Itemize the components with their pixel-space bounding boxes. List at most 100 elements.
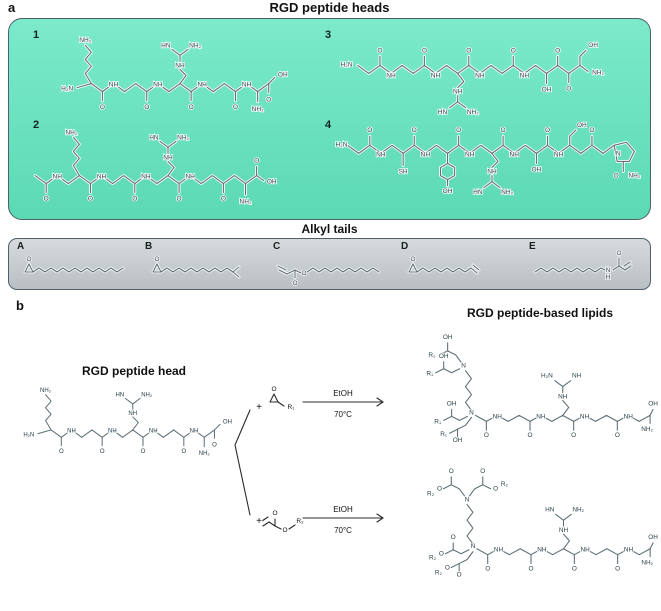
tail-a-cell: A O [15, 240, 141, 290]
svg-text:NH₂: NH₂ [199, 451, 211, 457]
panel-a-label: a [8, 0, 16, 15]
svg-text:HN: HN [149, 134, 159, 141]
svg-text:O: O [571, 432, 576, 439]
svg-text:NH: NH [509, 151, 519, 158]
tail-b-letter: B [145, 241, 153, 252]
svg-text:OH: OH [223, 419, 232, 425]
tail-c-letter: C [273, 241, 281, 252]
structure-1-number: 1 [33, 29, 40, 41]
svg-text:NH: NH [242, 82, 252, 89]
svg-text:O: O [412, 127, 417, 134]
svg-text:O: O [271, 386, 276, 393]
svg-text:NH: NH [421, 151, 431, 158]
svg-text:N: N [606, 267, 611, 274]
svg-text:OH: OH [577, 122, 587, 129]
svg-text:O: O [272, 510, 277, 517]
product-title: RGD peptide-based lipids [466, 306, 613, 320]
structure-2-number: 2 [33, 119, 40, 131]
svg-text:R₂: R₂ [427, 491, 435, 498]
svg-text:O: O [572, 565, 577, 572]
svg-text:O: O [527, 432, 532, 439]
tail-d-cell: D O [399, 240, 525, 290]
tail-a-letter: A [17, 241, 25, 252]
svg-text:HN: HN [115, 393, 124, 399]
svg-text:NH: NH [153, 82, 163, 89]
svg-text:NH₂: NH₂ [592, 69, 604, 76]
svg-text:H₂N: H₂N [341, 61, 353, 68]
svg-text:+: + [256, 516, 262, 527]
svg-text:O: O [493, 486, 498, 493]
svg-text:NH: NH [190, 429, 199, 435]
svg-text:NH: NH [493, 413, 503, 420]
svg-text:O: O [615, 432, 620, 439]
svg-text:O: O [439, 551, 444, 558]
svg-text:O: O [132, 196, 137, 203]
svg-text:NH: NH [197, 82, 207, 89]
svg-text:NH: NH [386, 73, 396, 80]
svg-text:NH₂: NH₂ [141, 393, 153, 399]
svg-text:N: N [461, 363, 466, 370]
svg-text:R₂: R₂ [435, 569, 443, 576]
svg-text:NH: NH [453, 89, 463, 96]
svg-text:R₁: R₁ [426, 371, 433, 378]
svg-text:NH: NH [580, 413, 590, 420]
svg-text:HN: HN [545, 506, 555, 513]
svg-text:NH: NH [520, 73, 530, 80]
svg-text:NH: NH [175, 62, 185, 69]
svg-text:O: O [233, 104, 238, 111]
svg-text:NH₂: NH₂ [641, 426, 653, 433]
svg-text:O: O [292, 280, 297, 287]
structure-3-number: 3 [325, 29, 332, 41]
svg-text:O: O [144, 104, 149, 111]
svg-text:O: O [566, 86, 571, 93]
svg-text:OH: OH [453, 437, 463, 444]
svg-text:O: O [451, 534, 456, 541]
svg-text:HN: HN [161, 42, 171, 49]
svg-text:OH: OH [648, 534, 658, 541]
svg-text:NH: NH [494, 547, 504, 554]
svg-text:NH₂: NH₂ [501, 189, 513, 196]
svg-text:O: O [154, 256, 159, 263]
svg-text:O: O [480, 468, 485, 475]
svg-text:NH₂: NH₂ [189, 42, 201, 49]
svg-text:NH: NH [109, 82, 119, 89]
svg-text:O: O [615, 565, 620, 572]
rgd-head-title: RGD peptide head [81, 364, 186, 378]
svg-text:NH: NH [376, 151, 386, 158]
svg-text:OH: OH [532, 167, 542, 174]
svg-text:70°C: 70°C [334, 526, 352, 535]
svg-text:EtOH: EtOH [333, 505, 353, 514]
svg-text:OH: OH [443, 334, 453, 341]
svg-text:R₁: R₁ [440, 431, 447, 438]
tail-d-letter: D [401, 241, 409, 252]
svg-text:OH: OH [439, 353, 449, 360]
svg-text:OH: OH [267, 179, 277, 186]
svg-text:NH₂: NH₂ [628, 173, 640, 180]
svg-text:O: O [457, 571, 462, 578]
svg-text:NH₂: NH₂ [572, 506, 584, 513]
svg-text:OH: OH [648, 400, 658, 407]
svg-text:O: O [545, 127, 550, 134]
svg-text:O: O [367, 127, 372, 134]
svg-text:NH₂: NH₂ [240, 199, 252, 206]
svg-text:O: O [449, 468, 454, 475]
svg-text:NH₂: NH₂ [177, 134, 189, 141]
svg-text:H₂N: H₂N [541, 373, 553, 380]
svg-text:NH₂: NH₂ [252, 106, 264, 113]
svg-text:H: H [606, 274, 611, 281]
svg-text:O: O [485, 565, 490, 572]
structure-4-number: 4 [325, 119, 332, 131]
tail-d-drawing: O [399, 248, 525, 288]
svg-text:SH: SH [399, 169, 408, 176]
tail-e-letter: E [529, 241, 536, 252]
